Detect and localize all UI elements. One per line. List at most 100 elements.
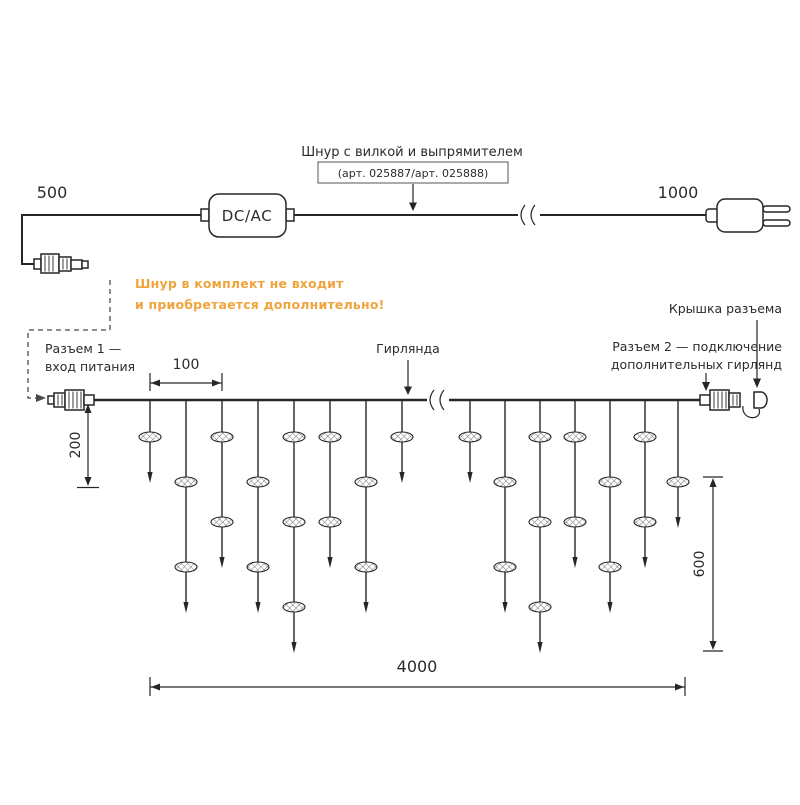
bulb-icon	[282, 431, 306, 443]
drop-tip	[675, 517, 681, 528]
bulb-icon	[528, 516, 552, 528]
dim-200: 200	[68, 404, 99, 489]
cord-lead-segment	[21, 214, 35, 265]
drop-tip	[327, 557, 333, 568]
converter-label: DC/AC	[222, 207, 273, 225]
connector1-label-line2: вход питания	[45, 359, 135, 374]
garland-drops	[138, 400, 690, 653]
connector2-label-line1: Разъем 2 — подключение	[612, 339, 782, 354]
cord-connector-rear	[33, 258, 42, 270]
cord-connector-rib-lines	[62, 258, 68, 270]
cord-connector	[33, 253, 89, 274]
garland-break-mark	[427, 389, 449, 413]
cap-lanyard	[742, 405, 760, 419]
connector-cap	[753, 391, 768, 409]
cap-label-text: Крышка разъема	[669, 301, 782, 316]
bulb-icon	[563, 431, 587, 443]
connector2-rib-lines	[732, 394, 738, 406]
bulb-icon	[138, 431, 162, 443]
warning-line-1: Шнур в комплект не входит	[135, 276, 344, 291]
connector2-neck	[699, 394, 711, 406]
drop-tip	[255, 602, 261, 613]
cap-label: Крышка разъема	[669, 301, 782, 388]
icicle-drop	[174, 400, 198, 613]
bulb-icon	[210, 516, 234, 528]
bulb-icon	[210, 431, 234, 443]
power-plug-icon	[705, 198, 791, 233]
connection-route	[27, 280, 111, 402]
cord-break-slashes	[520, 204, 536, 226]
dim-100: 100	[149, 357, 223, 391]
connector2-arrowhead	[702, 382, 710, 391]
bulb-icon	[458, 431, 482, 443]
bulb-icon	[390, 431, 414, 443]
connector1-label-line1: Разъем 1 —	[45, 341, 121, 356]
dashed-route	[27, 280, 111, 399]
garland-label: Гирлянда	[376, 341, 440, 395]
bulb-icon	[174, 476, 198, 488]
icicle-drop	[493, 400, 517, 613]
bulb-icon	[354, 476, 378, 488]
dim-200-arrow-bottom	[84, 477, 92, 486]
cord-connector-ribs	[58, 256, 72, 272]
connector1-ribs	[53, 392, 66, 408]
bulb-icon	[318, 516, 342, 528]
bulb-icon	[354, 561, 378, 573]
drop-tip	[572, 557, 578, 568]
drop-tip	[147, 472, 153, 483]
connector1-tip	[47, 395, 55, 405]
icicle-drop	[210, 400, 234, 568]
dim-500-label: 500	[37, 183, 68, 202]
dim-200-arrow-top	[84, 404, 92, 413]
dim-4000: 4000	[149, 657, 686, 696]
icicle-drop	[563, 400, 587, 568]
connector2-label-line2: дополнительных гирлянд	[611, 357, 782, 372]
garland-arrowhead	[404, 386, 412, 395]
connector2-label: Разъем 2 — подключение дополнительных ги…	[611, 339, 782, 391]
bulb-icon	[246, 561, 270, 573]
plug-body	[716, 198, 764, 233]
icicle-drop	[138, 400, 162, 483]
connector1-rib-lines	[57, 394, 63, 406]
converter-body	[208, 193, 287, 238]
dim-600-arrow-bottom	[709, 641, 717, 650]
connector2-threads	[713, 391, 727, 409]
icicle-drop	[666, 400, 690, 528]
connector1-label: Разъем 1 — вход питания	[45, 341, 135, 374]
cord-break-mark	[518, 203, 540, 227]
garland-label-text: Гирлянда	[376, 341, 440, 356]
cord-title: Шнур с вилкой и выпрямителем	[301, 145, 523, 160]
bulb-icon	[633, 516, 657, 528]
plug-pin-top	[762, 205, 791, 213]
icicle-drop	[633, 400, 657, 568]
dim-100-label: 100	[173, 357, 200, 373]
dim-4000-arrow-left	[151, 683, 160, 691]
icicle-drop	[282, 400, 306, 653]
cord-connector-threads	[44, 255, 54, 272]
garland-break-slashes	[429, 389, 445, 411]
article-box	[317, 161, 509, 184]
connector2-ribs	[728, 392, 741, 408]
converter-left-nub	[200, 208, 210, 222]
bulb-icon	[282, 601, 306, 613]
cord-break-gap	[518, 203, 540, 227]
bulb-icon	[528, 431, 552, 443]
bulb-icon	[246, 476, 270, 488]
dcac-converter: DC/AC	[200, 193, 295, 238]
cord-connector-tip	[81, 260, 89, 269]
bulb-icon	[666, 476, 690, 488]
power-cord	[21, 214, 713, 265]
cord-connector-neck	[70, 259, 83, 270]
connector1-threads	[68, 391, 82, 409]
drop-tip	[183, 602, 189, 613]
dim-200-label: 200	[68, 432, 84, 459]
drop-tip	[363, 602, 369, 613]
drop-tip	[537, 642, 543, 653]
bulb-icon	[493, 476, 517, 488]
dim-4000-label: 4000	[397, 657, 438, 676]
drop-tip	[467, 472, 473, 483]
drop-tip	[219, 557, 225, 568]
dim-100-arrow-right	[212, 379, 221, 387]
bulb-icon	[563, 516, 587, 528]
